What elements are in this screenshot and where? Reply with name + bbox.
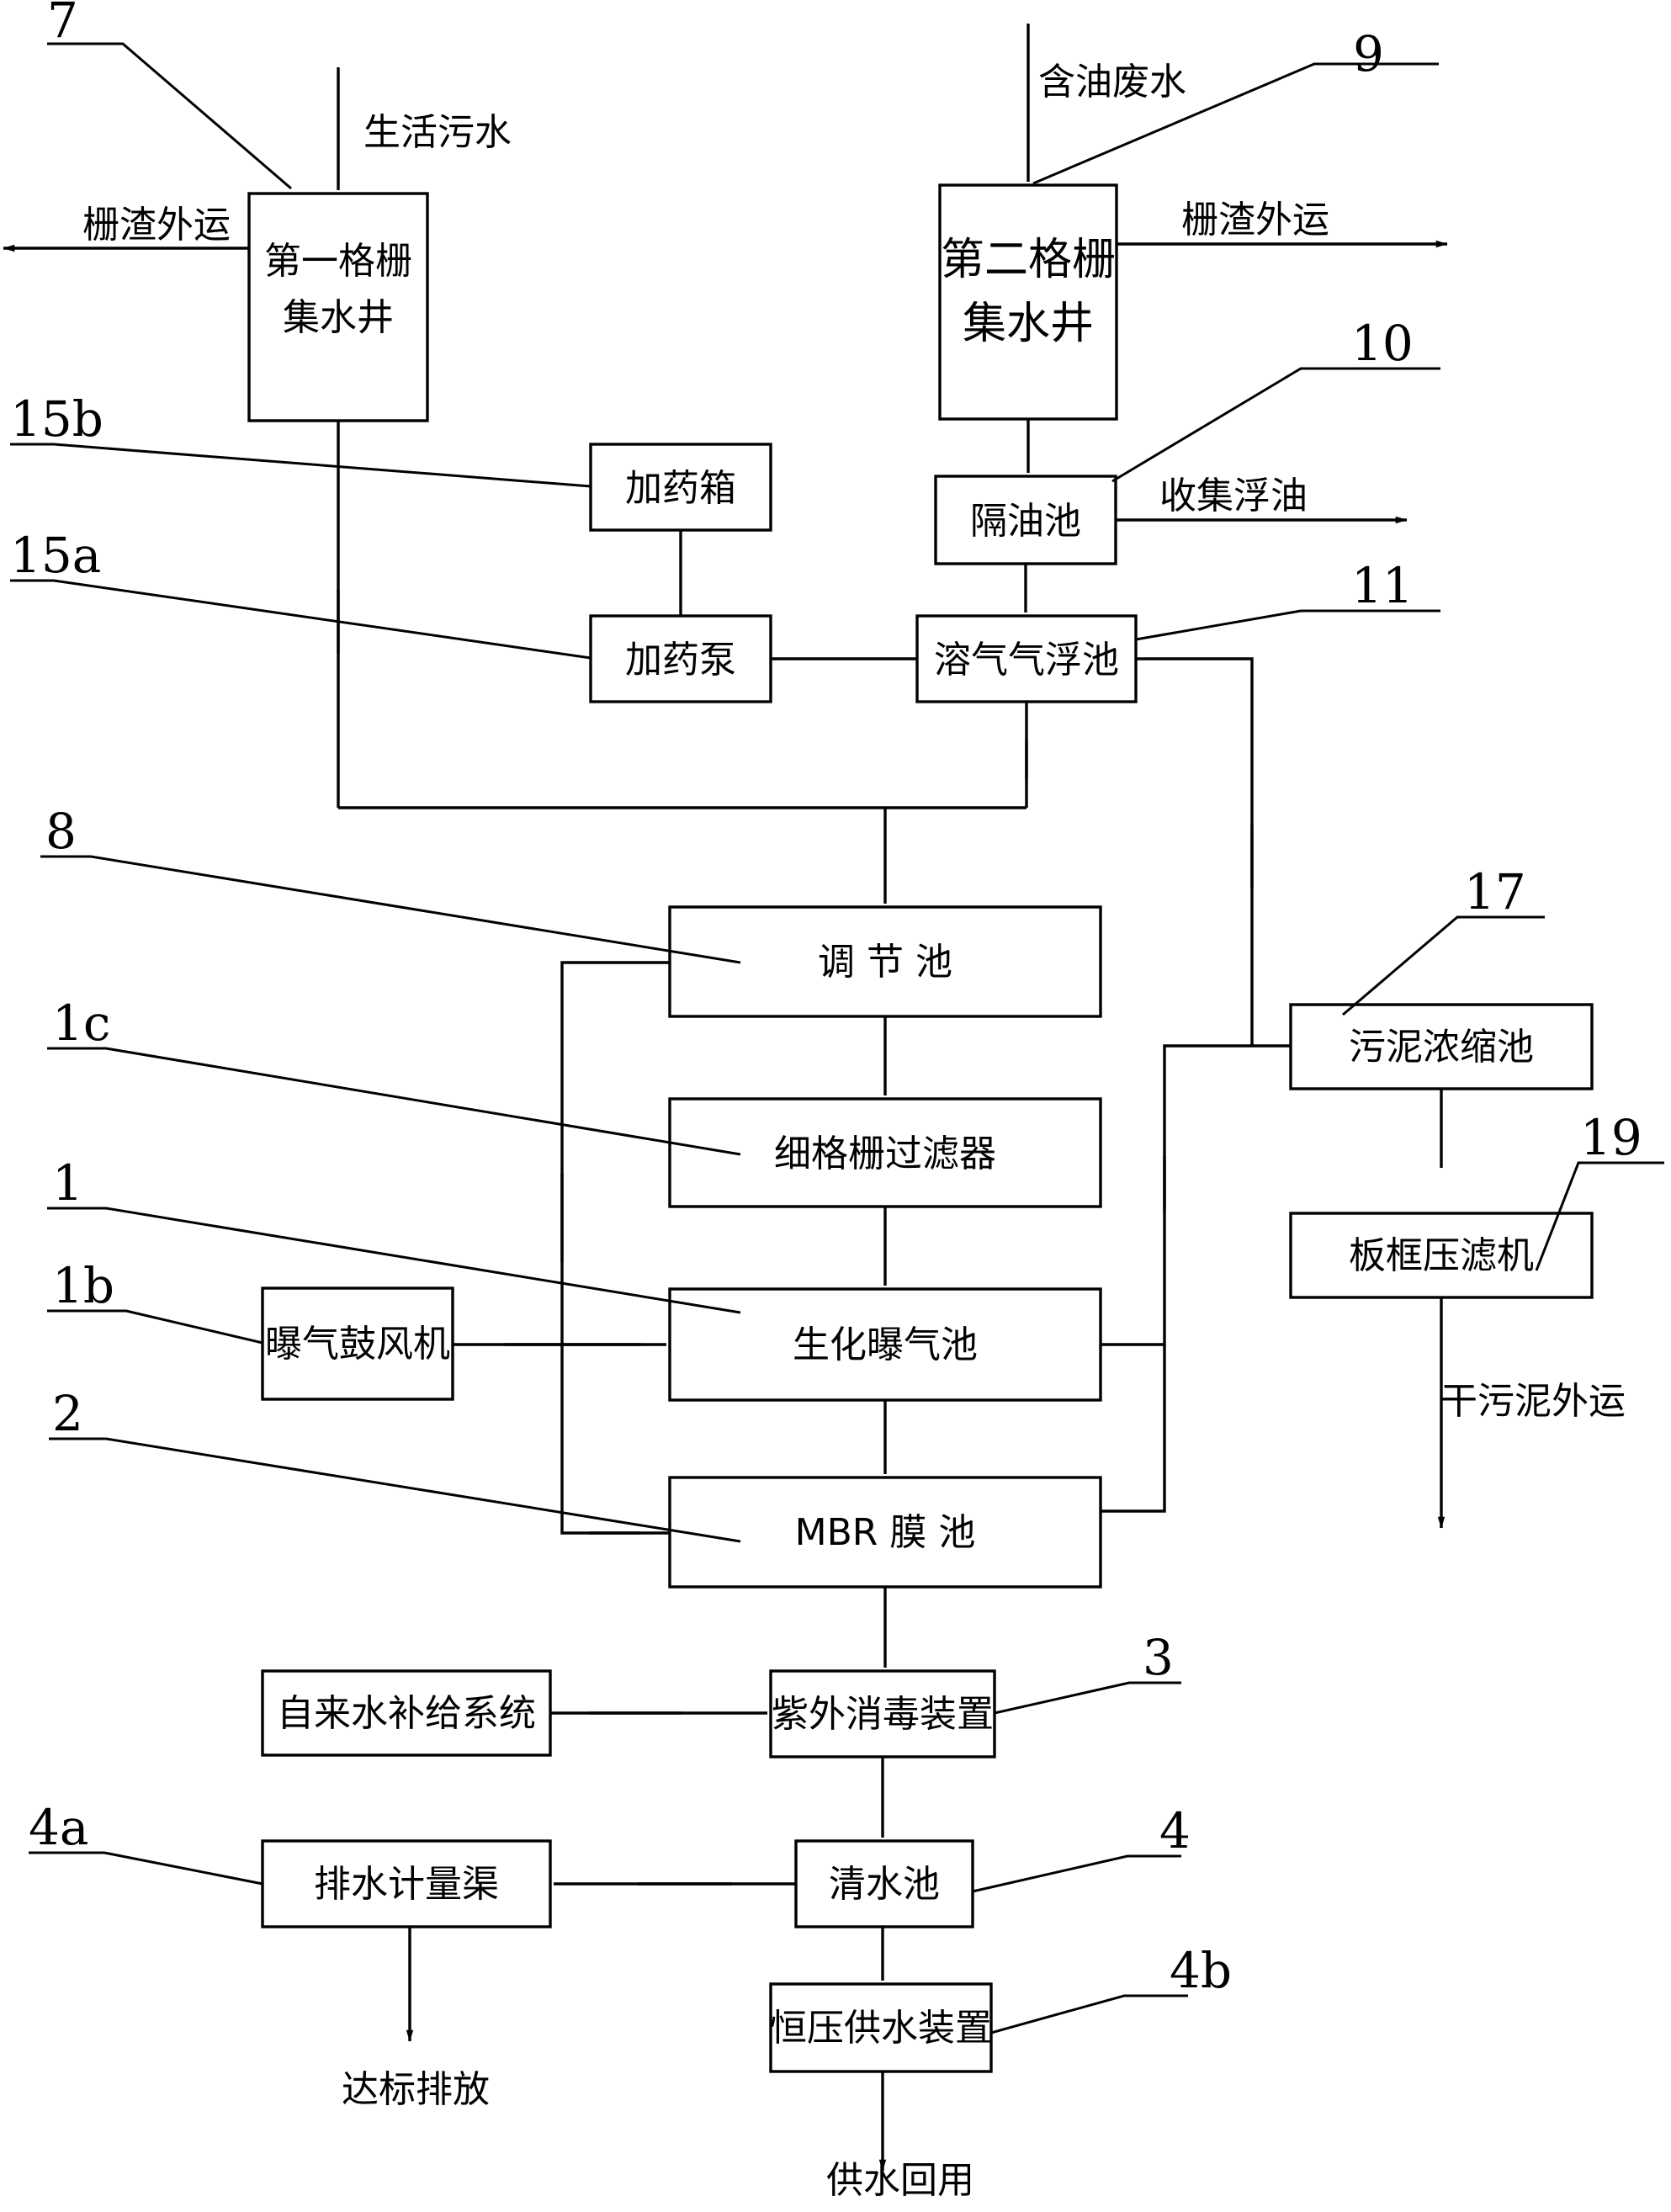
- domestic-sewage-label: 生活污水: [363, 111, 512, 154]
- screenings-out-left-label: 栅渣外运: [82, 204, 231, 247]
- svg-text:板框压滤机: 板框压滤机: [1349, 1234, 1534, 1277]
- svg-text:生化曝气池: 生化曝气池: [793, 1323, 978, 1366]
- svg-text:自来水补给系统: 自来水补给系统: [277, 1692, 536, 1735]
- oil-separator-box: 隔油池: [934, 475, 1117, 565]
- svg-text:紫外消毒装置: 紫外消毒装置: [772, 1693, 994, 1736]
- grid1-well-box: 第一格栅 集水井: [247, 192, 429, 422]
- svg-text:曝气鼓风机: 曝气鼓风机: [265, 1323, 450, 1366]
- callout-17: 17: [1464, 863, 1526, 920]
- callout-9: 9: [1353, 25, 1384, 82]
- collect-oil-label: 收集浮油: [1159, 475, 1308, 517]
- svg-text:集水井: 集水井: [963, 299, 1094, 349]
- callout-4b: 4b: [1170, 1942, 1232, 1999]
- callout-1c: 1c: [52, 995, 110, 1052]
- svg-text:MBR 膜 池: MBR 膜 池: [795, 1511, 976, 1554]
- tap-water-box: 自来水补给系统: [261, 1669, 552, 1757]
- svg-text:隔油池: 隔油池: [970, 500, 1081, 543]
- svg-text:加药箱: 加药箱: [625, 467, 736, 510]
- daf-box: 溶气气浮池: [915, 614, 1138, 703]
- callout-15a: 15a: [10, 527, 101, 584]
- svg-text:第二格栅: 第二格栅: [941, 235, 1116, 285]
- svg-text:恒压供水装置: 恒压供水装置: [770, 2007, 992, 2050]
- fine-screen-filter-box: 细格栅过滤器: [668, 1097, 1102, 1208]
- svg-text:污泥浓缩池: 污泥浓缩池: [1349, 1026, 1534, 1069]
- callout-1: 1: [52, 1154, 83, 1212]
- svg-text:溶气气浮池: 溶气气浮池: [934, 639, 1119, 682]
- dosing-pump-box: 加药泵: [589, 614, 772, 703]
- callout-4a: 4a: [29, 1799, 88, 1856]
- mbr-tank-box: MBR 膜 池: [668, 1476, 1102, 1589]
- reuse-label: 供水回用: [826, 2159, 974, 2202]
- svg-text:第一格栅: 第一格栅: [264, 240, 412, 283]
- svg-text:集水井: 集水井: [283, 296, 394, 339]
- callout-10: 10: [1351, 315, 1414, 372]
- callout-19: 19: [1580, 1109, 1642, 1166]
- discharge-label: 达标排放: [342, 2068, 490, 2111]
- flow-labels: 生活污水 含油废水 栅渣外运 栅渣外运 收集浮油 干污泥外运 达标排放 供水回用: [82, 61, 1626, 2202]
- svg-text:细格栅过滤器: 细格栅过滤器: [774, 1133, 996, 1175]
- flow-lines: [3, 24, 1448, 2172]
- callout-8: 8: [45, 803, 77, 860]
- uv-disinfection-box: 紫外消毒装置: [769, 1669, 996, 1758]
- callout-11: 11: [1351, 557, 1414, 614]
- svg-text:加药泵: 加药泵: [625, 639, 736, 682]
- callout-leaders: [10, 42, 1664, 2034]
- metering-channel-box: 排水计量渠: [261, 1839, 552, 1928]
- grid2-well-box: 第二格栅 集水井: [938, 183, 1118, 421]
- screenings-out-right-label: 栅渣外运: [1181, 199, 1329, 241]
- callout-numbers: 7 9 10 15b 15a 11 8 17 1c 1 19 1b 2 3 4a…: [10, 0, 1642, 1999]
- equalization-tank-box: 调 节 池: [668, 905, 1102, 1018]
- blower-box: 曝气鼓风机: [261, 1286, 454, 1401]
- constant-pressure-box: 恒压供水装置: [769, 1982, 993, 2073]
- dosing-tank-box: 加药箱: [589, 443, 772, 532]
- svg-text:调 节 池: 调 节 池: [818, 941, 952, 984]
- callout-3: 3: [1143, 1629, 1174, 1686]
- dry-sludge-out-label: 干污泥外运: [1440, 1380, 1626, 1423]
- callout-4: 4: [1159, 1802, 1191, 1859]
- callout-7: 7: [47, 0, 78, 49]
- callout-2: 2: [52, 1385, 83, 1442]
- clear-water-pool-box: 清水池: [794, 1839, 974, 1928]
- aeration-tank-box: 生化曝气池: [668, 1287, 1102, 1402]
- svg-text:清水池: 清水池: [829, 1863, 940, 1906]
- filter-press-box: 板框压滤机: [1289, 1212, 1594, 1299]
- callout-15b: 15b: [10, 390, 103, 448]
- oily-wastewater-label: 含油废水: [1038, 61, 1186, 103]
- svg-text:排水计量渠: 排水计量渠: [314, 1863, 499, 1906]
- callout-1b: 1b: [52, 1257, 114, 1314]
- sludge-thickener-box: 污泥浓缩池: [1289, 1003, 1594, 1090]
